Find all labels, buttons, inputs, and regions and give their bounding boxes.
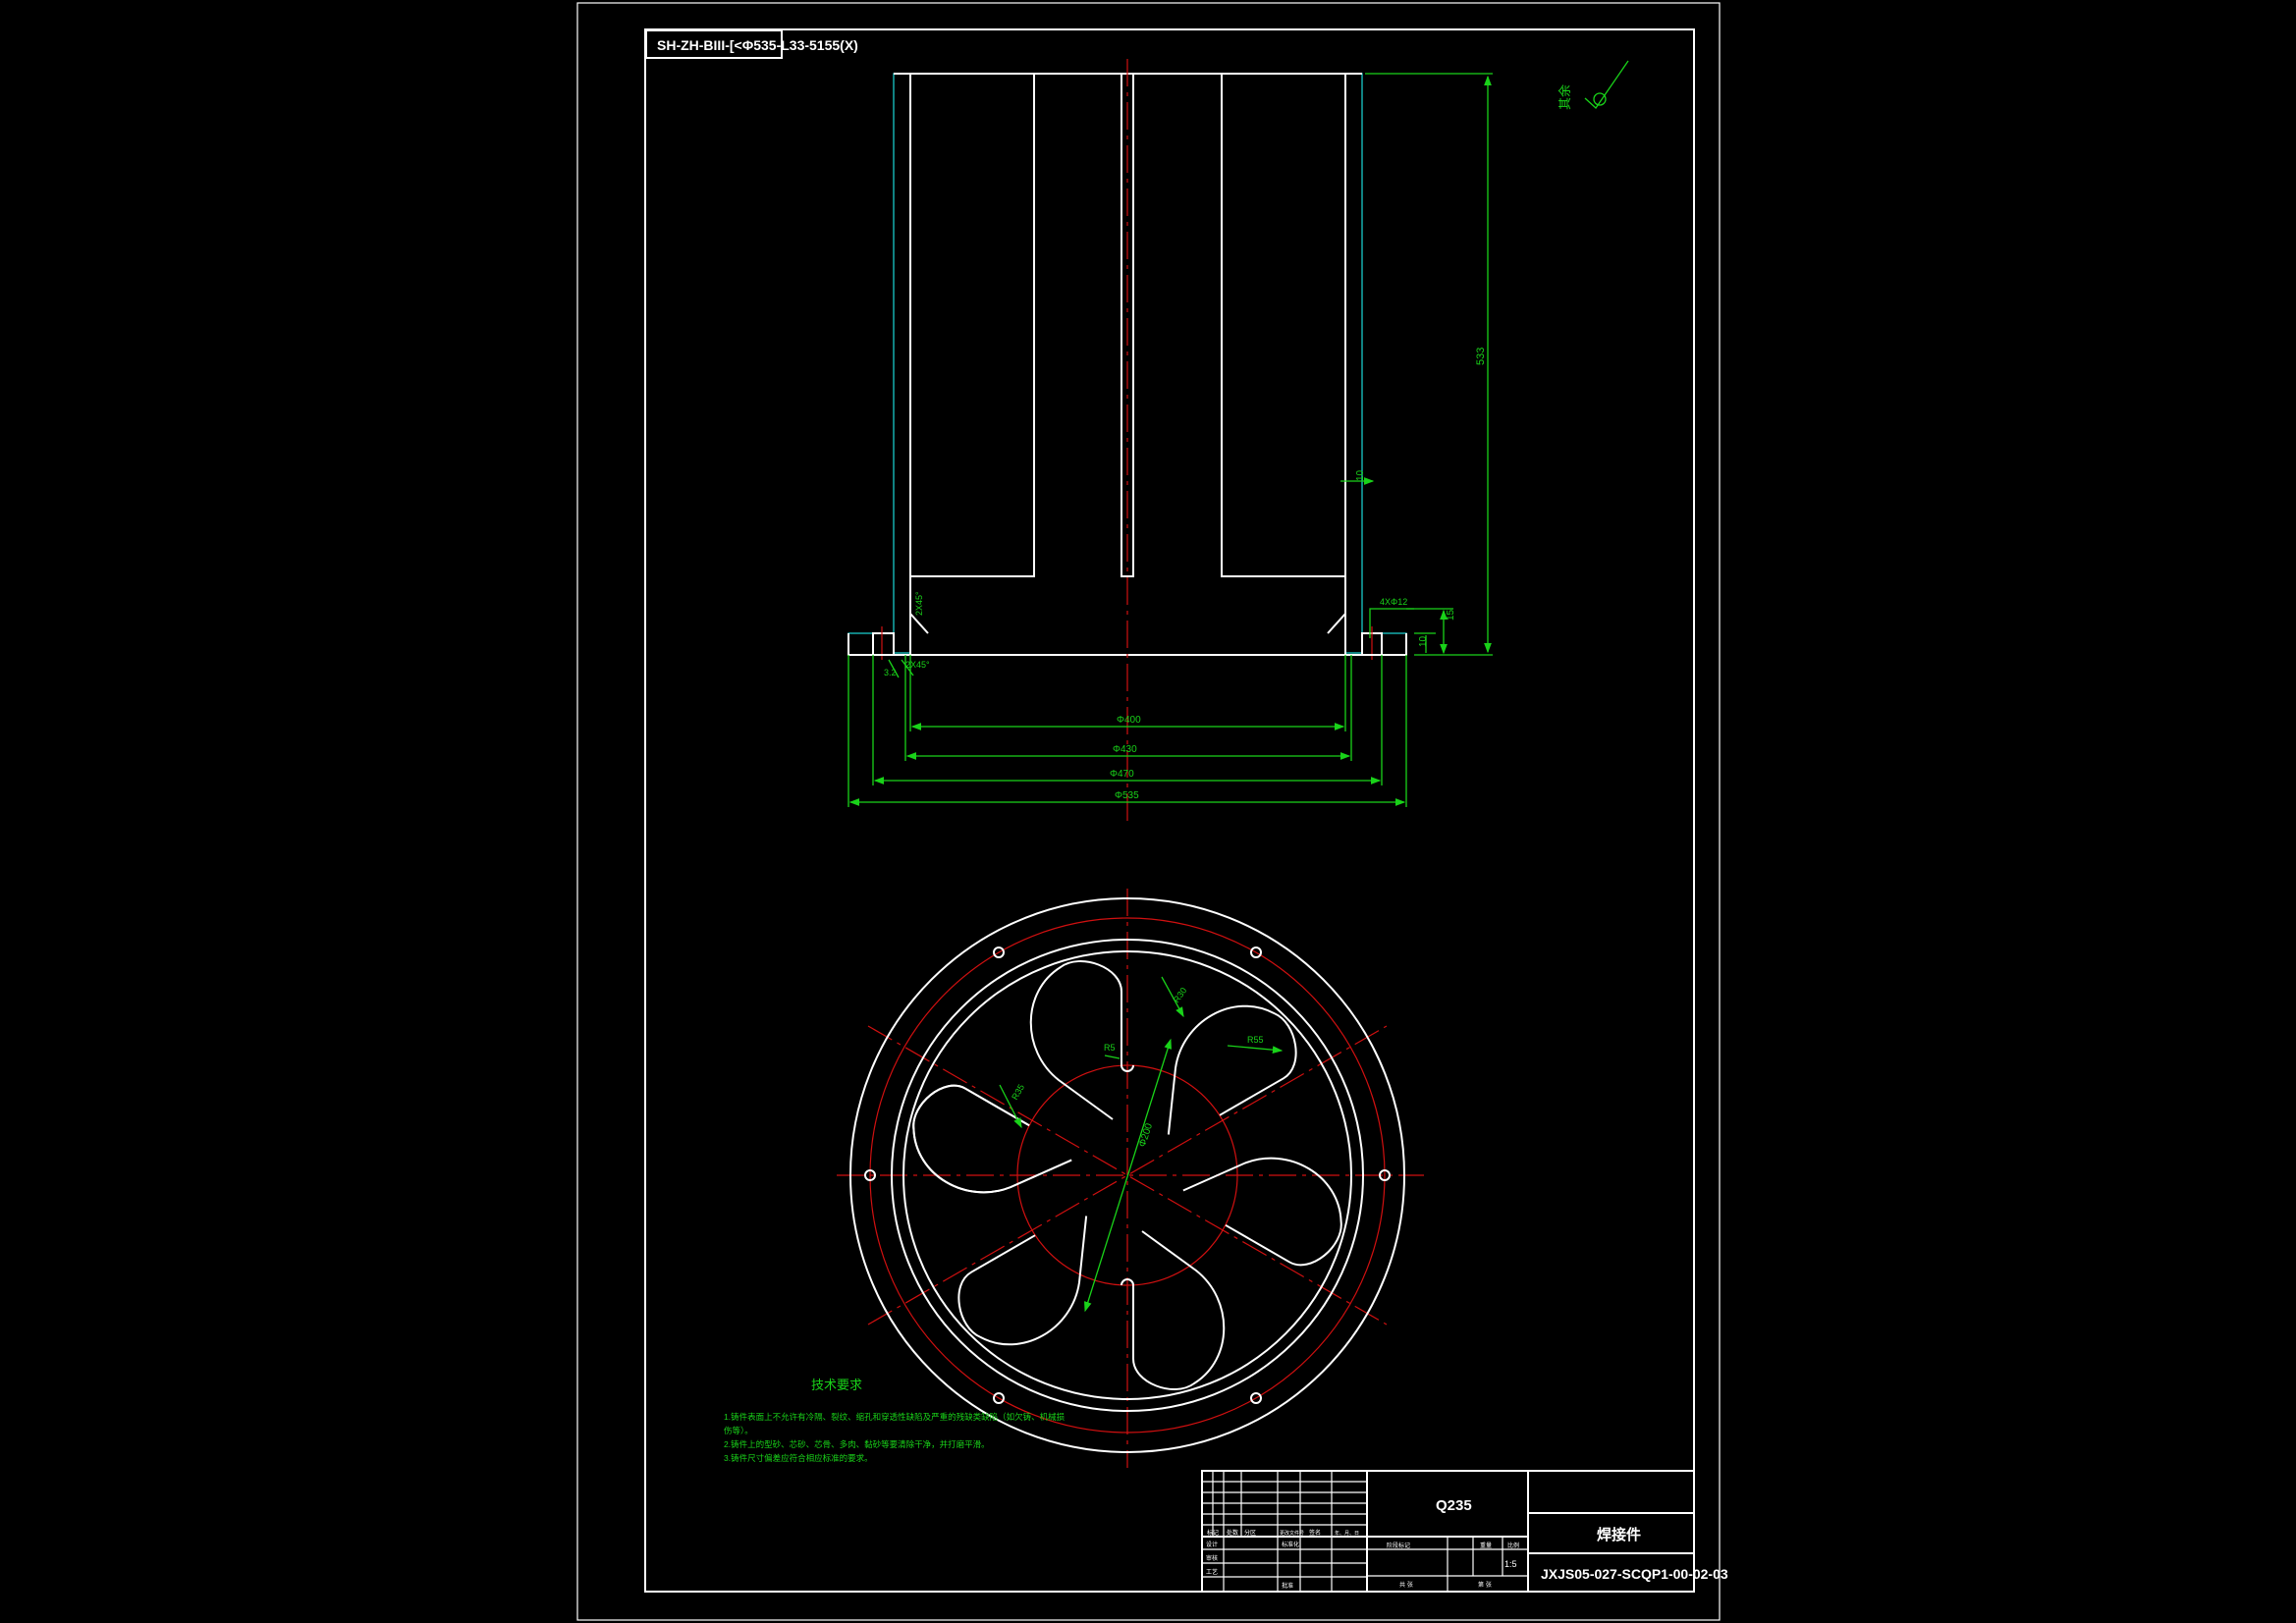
drawing-code-text: SH-ZH-BIII-[<Φ535-L33-5155(X) xyxy=(657,37,858,53)
technical-requirements: 技术要求 1.铸件表面上不允许有冷隔、裂纹、缩孔和穿透性缺陷及严重的残缺类缺陷（… xyxy=(724,1378,1066,1463)
bolt-hole xyxy=(864,1169,876,1181)
tb-row-review: 审核 xyxy=(1206,1554,1218,1562)
tb-header-sign: 签名 xyxy=(1309,1529,1321,1537)
tb-header-count: 处数 xyxy=(1227,1529,1238,1537)
dim-r30: R30 xyxy=(1172,986,1189,1004)
tb-material: Q235 xyxy=(1436,1497,1472,1514)
tb-sheet-no: 第 张 xyxy=(1478,1581,1492,1589)
bolt-circle xyxy=(869,917,1386,1434)
tb-stage: 阶段标记 xyxy=(1387,1542,1410,1549)
tech-req-title: 技术要求 xyxy=(811,1378,862,1392)
title-block: 标记 处数 分区 更改文件号 签名 年、月、日 设计 审核 工艺 标准化 批准 … xyxy=(1201,1470,1728,1593)
dim-r35: R35 xyxy=(1010,1083,1026,1102)
flange-outer-circle xyxy=(849,897,1405,1453)
dim-d535: Φ535 xyxy=(1115,790,1139,801)
left-inner-plate xyxy=(909,73,1035,577)
dim-height: 533 xyxy=(1475,348,1487,365)
roughness-note: 其余 xyxy=(1558,84,1572,110)
right-flange-hatch xyxy=(1381,632,1407,656)
dim-center-dia: Φ200 xyxy=(1137,1121,1155,1148)
left-wall-hatch xyxy=(893,73,911,654)
tb-header-date: 年、月、日 xyxy=(1335,1530,1359,1537)
bolt-hole xyxy=(1250,947,1262,958)
left-flange-hatch xyxy=(847,632,874,656)
dim-d430: Φ430 xyxy=(1113,744,1137,755)
tb-row-process: 工艺 xyxy=(1206,1568,1218,1576)
shell-outer-circle xyxy=(891,939,1364,1412)
drawing-code-box: SH-ZH-BIII-[<Φ535-L33-5155(X) xyxy=(645,29,858,59)
inner-frame xyxy=(644,28,1695,1593)
dim-wall: 10 xyxy=(1355,469,1366,481)
tb-scale: 1:5 xyxy=(1504,1559,1517,1569)
front-section-view: 533 10 15 10 4XΦ12 2X45° 3.2 2X45° Φ400 … xyxy=(847,59,1493,825)
roughness-symbol: 其余 xyxy=(1558,60,1629,110)
tech-req-line-1: 1.铸件表面上不允许有冷隔、裂纹、缩孔和穿透性缺陷及严重的残缺类缺陷（如欠铸、机… xyxy=(724,1412,1066,1422)
right-wall-hatch xyxy=(1344,73,1363,654)
dim-bolt-holes: 4XΦ12 xyxy=(1380,597,1407,607)
shell-inner-circle xyxy=(902,950,1352,1400)
dim-d470: Φ470 xyxy=(1110,769,1134,780)
chamfer-note-left: 2X45° xyxy=(914,591,924,616)
dim-r5: R5 xyxy=(1104,1043,1116,1053)
tb-header-zone: 分区 xyxy=(1244,1529,1256,1537)
tb-scale-label: 比例 xyxy=(1507,1542,1519,1549)
tb-row-approve: 批准 xyxy=(1282,1582,1293,1590)
tb-sheets-total: 共 张 xyxy=(1399,1581,1413,1589)
dim-flange-height: 15 xyxy=(1446,609,1456,621)
chamfer-note-bottom: 2X45° xyxy=(905,660,930,670)
tech-req-line-2: 伤等）。 xyxy=(724,1426,753,1435)
petal-openings xyxy=(912,960,1342,1390)
angle-note: 3.2 xyxy=(884,668,897,677)
bolt-hole xyxy=(993,1392,1005,1404)
tb-part-name: 焊接件 xyxy=(1597,1526,1641,1543)
dim-d400: Φ400 xyxy=(1117,715,1141,726)
tech-req-line-3: 2.铸件上的型砂、芯砂、芯骨、多肉、黏砂等要清除干净，并打磨平滑。 xyxy=(724,1439,990,1449)
bolt-hole xyxy=(1250,1392,1262,1404)
tb-row-design: 设计 xyxy=(1206,1541,1218,1548)
tb-header-doc: 更改文件号 xyxy=(1280,1530,1304,1537)
tech-req-line-4: 3.铸件尺寸偏差应符合相应标准的要求。 xyxy=(724,1453,873,1463)
bolt-hole xyxy=(1379,1169,1391,1181)
dim-flange-thk: 10 xyxy=(1418,635,1429,647)
tb-row-standard: 标准化 xyxy=(1282,1541,1299,1548)
dim-r55: R55 xyxy=(1247,1035,1264,1045)
outer-frame xyxy=(576,2,1721,1621)
right-inner-plate xyxy=(1221,73,1346,577)
tb-header-mark: 标记 xyxy=(1207,1529,1219,1537)
bolt-hole xyxy=(993,947,1005,958)
tb-drawing-no: JXJS05-027-SCQP1-00-02-03 xyxy=(1541,1566,1728,1582)
top-plan-view: Φ200 R30 R55 R5 R35 xyxy=(837,889,1424,1468)
tb-weight: 重量 xyxy=(1480,1542,1492,1549)
